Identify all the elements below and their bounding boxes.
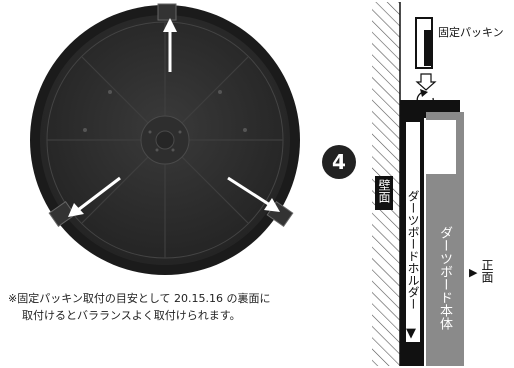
step-number: 4: [332, 150, 346, 174]
label-fixing-packing: 固定パッキン: [438, 26, 504, 39]
front-arrow-icon: ▶: [469, 266, 478, 279]
note-line-1: ※固定パッキン取付の目安として 20.15.16 の裏面に: [8, 292, 271, 305]
dartboard-back-photo: [30, 3, 300, 275]
label-front: 正面: [480, 259, 494, 283]
wall-label-box: [375, 176, 393, 210]
dartboard-holder: [400, 100, 460, 366]
down-arrow-icon: [415, 73, 437, 91]
label-dartboard-holder: ダーツボードホルダー: [406, 190, 420, 310]
dartboard-body: [426, 112, 464, 366]
step-badge: [322, 145, 356, 179]
holder-down-arrow: ▼: [406, 326, 416, 341]
label-wall: 壁面: [377, 179, 391, 203]
note-line-2: 取付けるとバラランスよく取付けられます。: [22, 309, 241, 322]
mounting-note: ※固定パッキン取付の目安として 20.15.16 の裏面に 取付けるとバラランス…: [8, 290, 328, 324]
label-dartboard-body: ダーツボード本体: [437, 226, 452, 330]
